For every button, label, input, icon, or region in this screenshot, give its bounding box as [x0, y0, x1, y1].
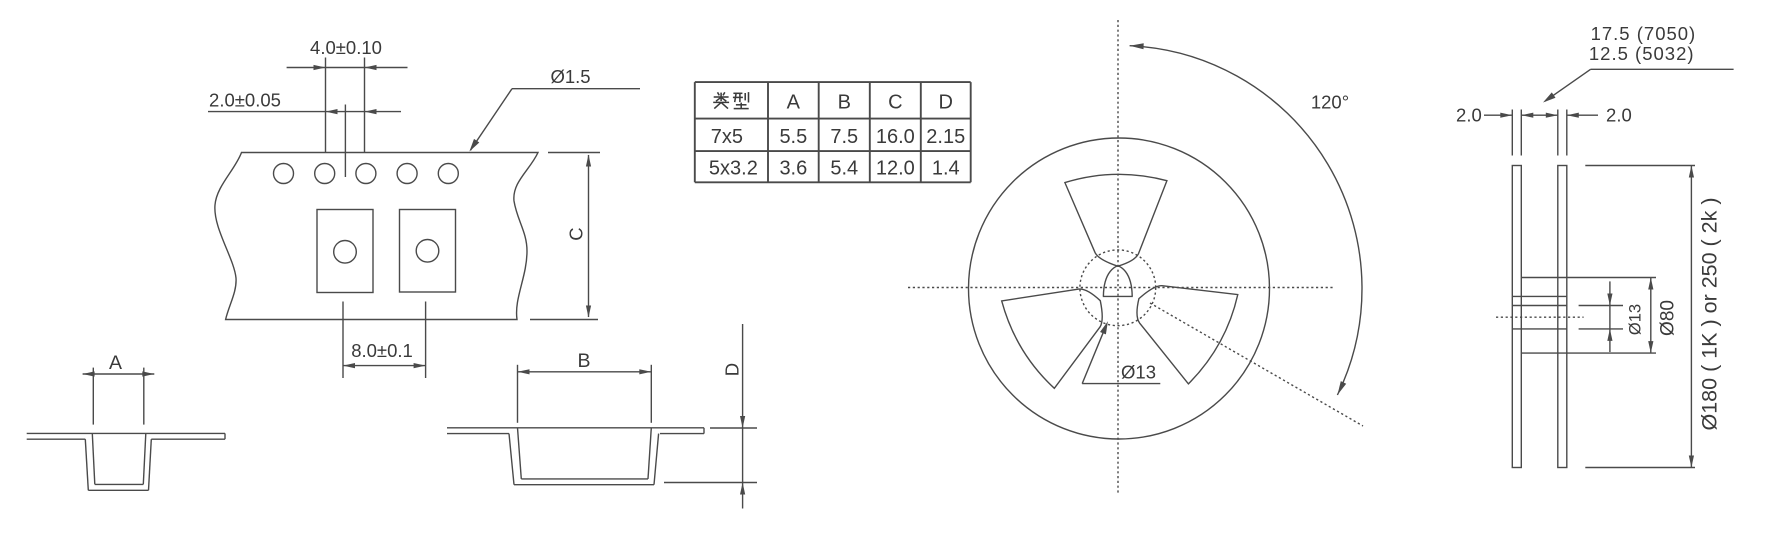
svg-text:7.5: 7.5 — [830, 126, 858, 148]
svg-text:5.4: 5.4 — [830, 158, 858, 180]
svg-text:2.0±0.05: 2.0±0.05 — [209, 90, 281, 111]
svg-text:16.0: 16.0 — [876, 126, 915, 148]
svg-text:4.0±0.10: 4.0±0.10 — [310, 37, 382, 58]
svg-text:D: D — [939, 91, 953, 113]
svg-text:12.0: 12.0 — [876, 158, 915, 180]
svg-text:3.6: 3.6 — [779, 158, 807, 180]
svg-text:A: A — [109, 352, 122, 374]
svg-text:17.5 (7050): 17.5 (7050) — [1591, 23, 1697, 44]
svg-text:B: B — [577, 350, 590, 372]
svg-text:D: D — [722, 363, 743, 376]
svg-text:2.15: 2.15 — [926, 126, 965, 148]
svg-text:2.0: 2.0 — [1606, 105, 1632, 126]
svg-text:12.5 (5032): 12.5 (5032) — [1589, 43, 1695, 64]
svg-text:C: C — [888, 91, 902, 113]
svg-text:120°: 120° — [1311, 92, 1349, 113]
svg-text:Ø180 ( 1K ) or 250 ( 2k ): Ø180 ( 1K ) or 250 ( 2k ) — [1698, 197, 1722, 430]
svg-text:Ø13: Ø13 — [1121, 362, 1156, 383]
svg-text:B: B — [838, 91, 851, 113]
svg-text:8.0±0.1: 8.0±0.1 — [351, 340, 413, 361]
svg-text:5.5: 5.5 — [779, 126, 807, 148]
svg-text:2.0: 2.0 — [1456, 105, 1482, 126]
svg-text:Ø1.5: Ø1.5 — [550, 66, 590, 87]
svg-text:C: C — [566, 227, 587, 240]
svg-text:A: A — [787, 91, 801, 113]
svg-text:7x5: 7x5 — [711, 126, 743, 148]
svg-text:5x3.2: 5x3.2 — [709, 158, 758, 180]
svg-text:Ø80: Ø80 — [1658, 300, 1679, 336]
svg-text:1.4: 1.4 — [932, 158, 960, 180]
svg-text:Ø13: Ø13 — [1627, 304, 1645, 335]
